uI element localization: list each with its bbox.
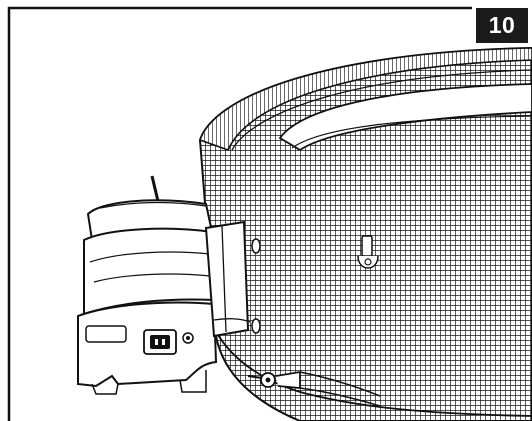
- step-number-badge: 10: [476, 8, 528, 43]
- hot-tub: [198, 46, 532, 421]
- valve-fitting: [357, 235, 379, 269]
- pump-unit: [77, 175, 218, 395]
- connector-bracket: [204, 220, 261, 338]
- frame-border: [7, 6, 472, 421]
- drain-hose: [247, 370, 381, 407]
